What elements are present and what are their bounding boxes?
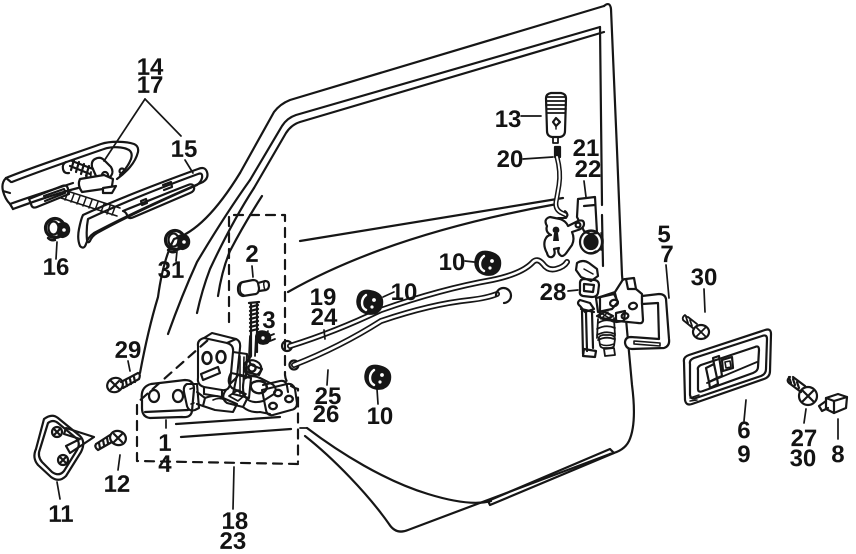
svg-text:11: 11	[48, 501, 73, 528]
svg-text:10: 10	[391, 279, 418, 306]
svg-text:23: 23	[220, 528, 247, 554]
svg-text:6: 6	[737, 417, 750, 444]
svg-text:18: 18	[222, 508, 249, 535]
svg-text:22: 22	[575, 156, 602, 183]
svg-text:30: 30	[691, 264, 718, 291]
svg-text:12: 12	[104, 471, 131, 498]
svg-text:14: 14	[137, 54, 164, 81]
svg-text:30: 30	[790, 445, 817, 472]
svg-text:7: 7	[660, 241, 673, 268]
svg-text:28: 28	[540, 279, 567, 306]
svg-text:10: 10	[439, 249, 466, 276]
svg-text:17: 17	[137, 72, 164, 99]
svg-text:8: 8	[831, 441, 844, 468]
svg-text:1: 1	[158, 430, 171, 457]
svg-text:27: 27	[791, 425, 818, 452]
svg-text:19: 19	[310, 284, 337, 311]
svg-text:20: 20	[497, 146, 524, 173]
svg-text:5: 5	[657, 221, 670, 248]
svg-text:24: 24	[311, 304, 338, 331]
svg-text:15: 15	[171, 136, 198, 163]
svg-text:3: 3	[262, 307, 275, 334]
svg-text:29: 29	[115, 337, 142, 364]
svg-text:31: 31	[158, 257, 185, 284]
svg-text:16: 16	[43, 254, 70, 281]
svg-text:2: 2	[245, 241, 258, 268]
svg-text:21: 21	[573, 135, 600, 162]
svg-text:4: 4	[158, 451, 172, 478]
svg-text:13: 13	[495, 106, 522, 133]
svg-text:9: 9	[737, 441, 750, 468]
svg-text:25: 25	[315, 383, 342, 410]
svg-text:26: 26	[313, 401, 340, 428]
svg-text:10: 10	[367, 403, 394, 430]
